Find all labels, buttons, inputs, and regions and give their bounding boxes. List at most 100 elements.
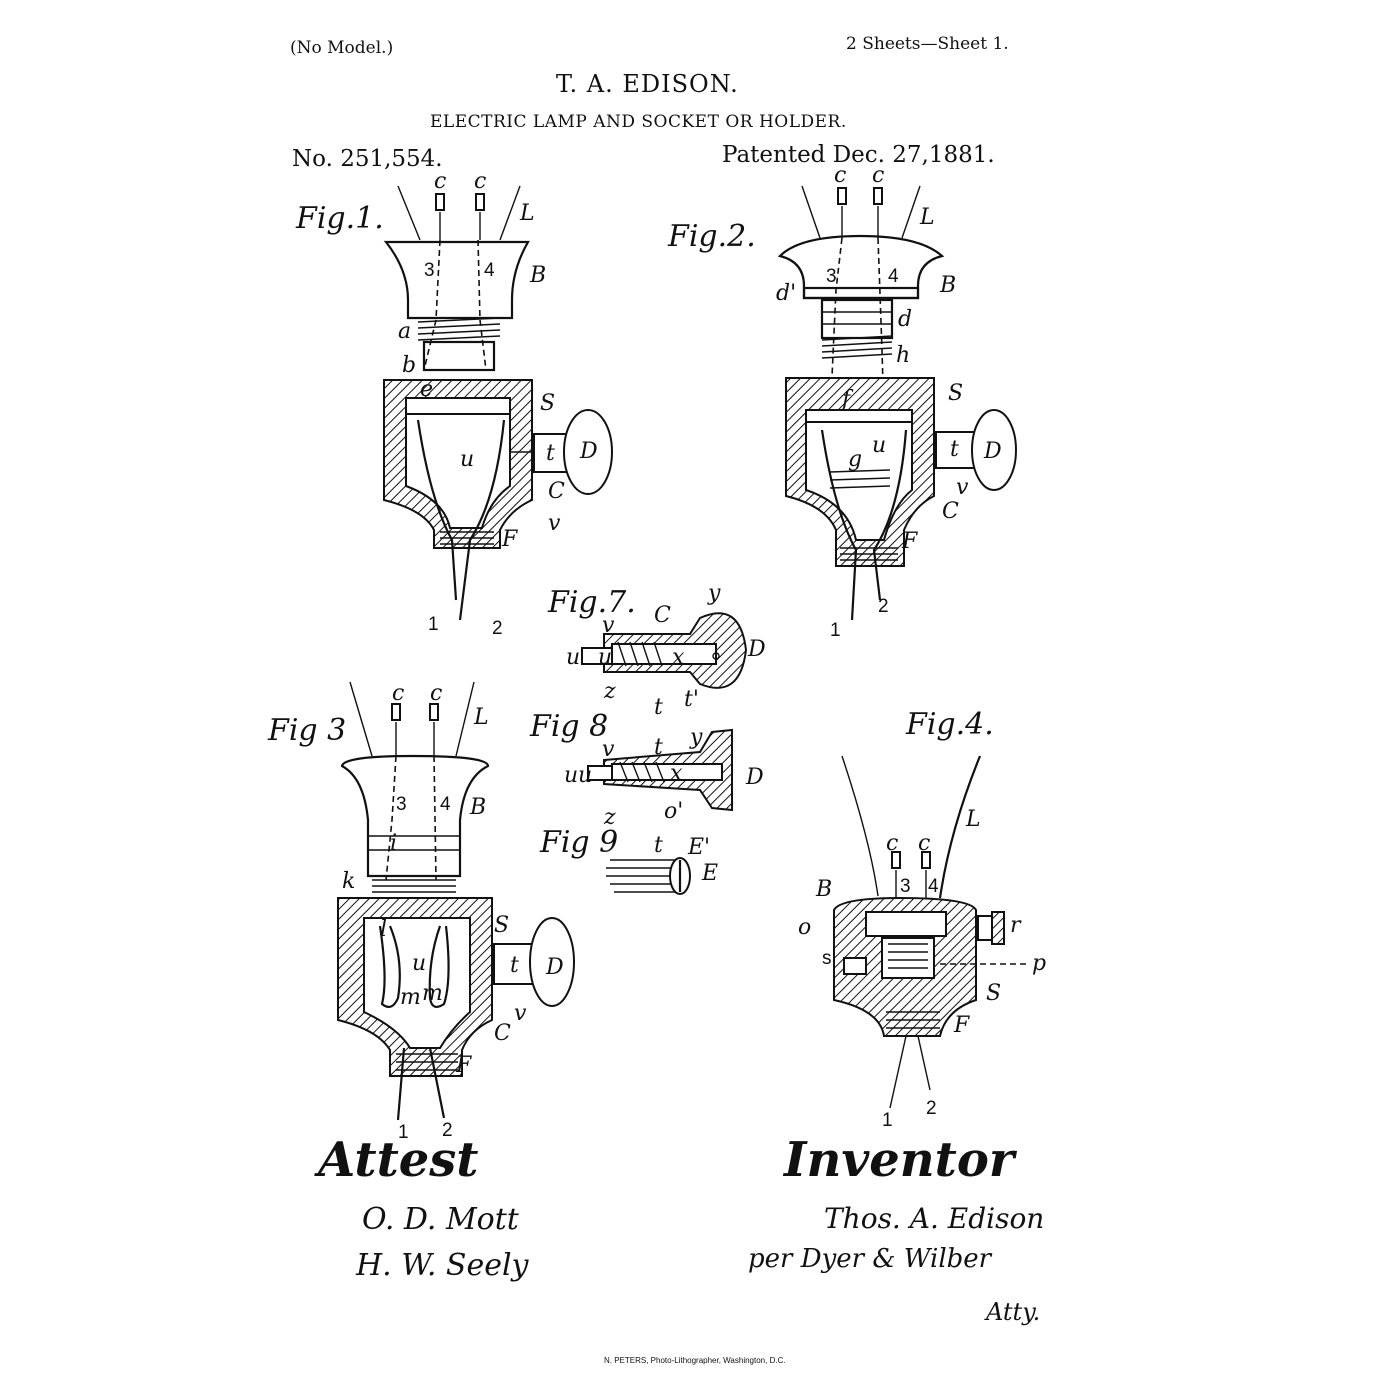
fig3-title: Fig 3 <box>267 713 346 748</box>
attorney-line: per Dyer & Wilber <box>748 1244 992 1274</box>
fig7-title: Fig.7. <box>547 585 636 620</box>
svg-text:F: F <box>901 529 918 554</box>
svg-text:d': d' <box>776 281 796 306</box>
svg-text:z: z <box>603 805 616 830</box>
svg-text:m: m <box>400 985 421 1010</box>
svg-text:1: 1 <box>830 620 841 641</box>
svg-text:g: g <box>848 447 862 472</box>
svg-text:u: u <box>872 433 886 458</box>
patent-title: ELECTRIC LAMP AND SOCKET OR HOLDER. <box>430 112 847 132</box>
svg-text:v: v <box>602 737 615 762</box>
svg-text:L: L <box>473 705 489 730</box>
svg-text:C: C <box>654 603 671 628</box>
figure-9: Fig 9 <box>539 825 691 895</box>
svg-text:C: C <box>494 1021 511 1046</box>
svg-text:b: b <box>402 353 416 378</box>
svg-text:4: 4 <box>440 794 451 815</box>
svg-text:4: 4 <box>888 266 899 287</box>
svg-text:d: d <box>898 307 912 332</box>
figure-1: Fig.1. <box>295 185 613 621</box>
svg-text:c: c <box>834 163 846 188</box>
svg-text:F: F <box>501 527 518 552</box>
svg-text:c: c <box>886 831 898 856</box>
svg-text:2: 2 <box>878 596 889 617</box>
svg-text:r: r <box>1010 913 1022 938</box>
svg-text:S: S <box>540 391 555 416</box>
svg-text:u: u <box>564 763 578 788</box>
svg-text:t: t <box>950 437 959 462</box>
svg-text:E': E' <box>687 835 710 860</box>
svg-text:D: D <box>579 439 598 464</box>
attest-heading: Attest <box>318 1132 479 1188</box>
svg-text:u: u <box>566 645 580 670</box>
svg-text:t': t' <box>684 687 699 712</box>
svg-text:1: 1 <box>428 614 439 635</box>
svg-text:l: l <box>380 917 387 942</box>
svg-text:v: v <box>956 475 969 500</box>
sheet-count: 2 Sheets—Sheet 1. <box>846 34 1009 54</box>
figure-2: Fig.2. <box>667 185 1017 621</box>
inventor-signature: Thos. A. Edison <box>824 1202 1045 1235</box>
figure-7: Fig.7. <box>547 585 748 689</box>
svg-text:c: c <box>392 681 404 706</box>
svg-text:x: x <box>670 761 683 786</box>
svg-text:B: B <box>815 877 832 902</box>
svg-text:3: 3 <box>826 266 837 287</box>
svg-text:c: c <box>872 163 884 188</box>
svg-text:D: D <box>545 955 564 980</box>
svg-text:c: c <box>434 169 446 194</box>
patent-date: Patented Dec. 27,1881. <box>722 142 995 168</box>
svg-text:p: p <box>1032 951 1046 976</box>
inventor-heading: Inventor <box>784 1132 1015 1188</box>
svg-text:C: C <box>548 479 565 504</box>
svg-text:h: h <box>896 343 910 368</box>
svg-text:F: F <box>455 1053 472 1078</box>
fig9-title: Fig 9 <box>539 825 618 860</box>
svg-text:t: t <box>654 833 663 858</box>
svg-text:e: e <box>420 377 433 402</box>
svg-text:s: s <box>822 948 832 969</box>
svg-text:S: S <box>986 981 1001 1006</box>
svg-text:E: E <box>701 861 718 886</box>
svg-text:D: D <box>983 439 1002 464</box>
svg-text:F: F <box>953 1013 970 1038</box>
svg-text:v: v <box>548 511 561 536</box>
svg-text:o: o <box>798 915 811 940</box>
attorney-abbrev: Atty. <box>986 1298 1041 1326</box>
svg-text:m: m <box>422 981 443 1006</box>
svg-text:4: 4 <box>484 260 495 281</box>
fig1-title: Fig.1. <box>295 201 384 236</box>
svg-text:i: i <box>390 831 397 856</box>
svg-text:o': o' <box>664 799 683 824</box>
svg-text:L: L <box>965 807 981 832</box>
figure-3: Fig 3 <box>267 681 575 1121</box>
fig8-title: Fig 8 <box>529 709 608 744</box>
svg-text:a: a <box>398 319 411 344</box>
svg-text:v: v <box>514 1001 527 1026</box>
svg-text:D: D <box>747 637 766 662</box>
svg-text:u: u <box>460 447 474 472</box>
svg-text:x: x <box>672 645 685 670</box>
fig9-labels: t E' E <box>654 833 718 886</box>
svg-text:c: c <box>918 831 930 856</box>
svg-text:L: L <box>519 201 535 226</box>
svg-text:u: u <box>598 645 612 670</box>
svg-text:k: k <box>342 869 355 894</box>
model-note: (No Model.) <box>290 38 394 58</box>
svg-text:B: B <box>469 795 486 820</box>
svg-text:1: 1 <box>398 1122 409 1143</box>
svg-text:C: C <box>942 499 959 524</box>
svg-text:t: t <box>510 953 519 978</box>
svg-text:2: 2 <box>492 618 503 639</box>
svg-text:y: y <box>689 725 703 750</box>
svg-text:4: 4 <box>928 876 939 897</box>
svg-text:t: t <box>654 735 663 760</box>
witness-1-signature: O. D. Mott <box>362 1202 519 1237</box>
